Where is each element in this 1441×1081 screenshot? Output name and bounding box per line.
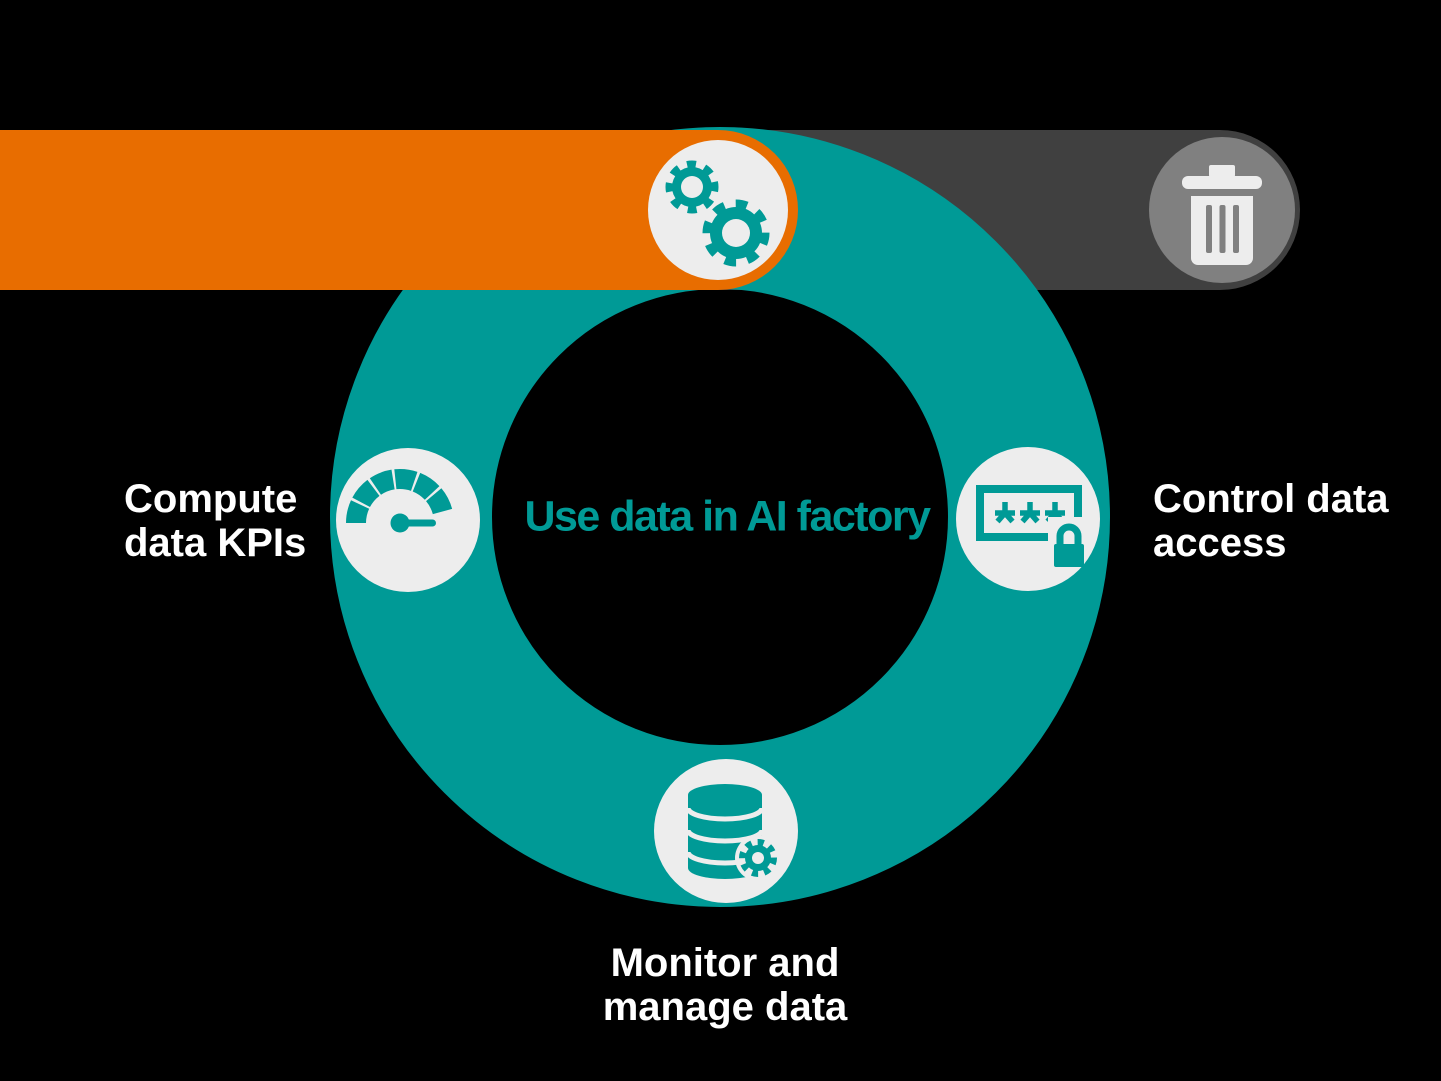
control-access-node (956, 447, 1100, 591)
trash-icon (1182, 165, 1262, 265)
control-access-label: Control data access (1153, 477, 1389, 565)
gears-icon (665, 160, 770, 267)
monitor-manage-label: Monitor and manage data (603, 941, 848, 1029)
ring-center-title: Use data in AI factory (524, 492, 931, 541)
compute-kpis-label-line1: Compute (124, 477, 298, 521)
compute-kpis-label: Compute data KPIs (124, 477, 306, 565)
process-data-node (648, 140, 788, 280)
monitor-manage-node (654, 759, 798, 903)
gauge-icon (346, 469, 453, 533)
password-lock-icon (976, 485, 1086, 567)
monitor-manage-label-line2: manage data (602, 985, 848, 1029)
database-gear-icon (685, 784, 781, 881)
control-access-label-line1: Control data (1153, 477, 1389, 521)
control-access-label-line2: access (1153, 521, 1287, 565)
compute-kpis-label-line2: data KPIs (124, 521, 307, 565)
monitor-manage-label-line1: Monitor and (610, 941, 840, 985)
delete-data-node (1149, 137, 1295, 283)
compute-kpis-node (336, 448, 480, 592)
